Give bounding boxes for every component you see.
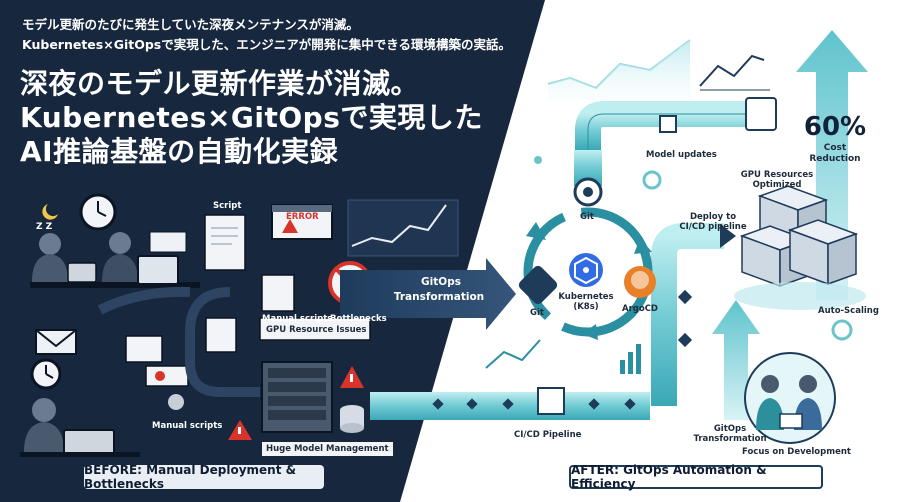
clock-icon — [79, 193, 117, 231]
git-top-label: Git — [580, 212, 594, 222]
argocd-label: ArgoCD — [622, 304, 658, 314]
title-line-3: AI推論基盤の自動化実録 — [20, 135, 339, 168]
model-update-icons — [659, 115, 677, 133]
gpu-optimized-label-line-1: GPU Resources — [740, 170, 814, 180]
server-stack — [739, 185, 859, 288]
kubernetes-label-line-2: (K8s) — [573, 302, 599, 312]
engineer-tired-2 — [102, 232, 138, 282]
subtitle-line-2: Kubernetes×GitOpsで実現した、エンジニアが開発に集中できる環境構… — [22, 37, 511, 52]
gitops-label-line-1: GitOps — [713, 424, 747, 434]
deploy-label-line-2: CI/CD pipeline — [679, 222, 747, 232]
cost-percent: 60% — [803, 112, 867, 142]
model-updates-label: Model updates — [646, 150, 717, 160]
script-label: Script — [213, 201, 242, 211]
subtitle-line-1: モデル更新のたびに発生していた深夜メンテナンスが消滅。 — [22, 17, 359, 32]
manual-scripts-label-2: Manual scripts — [152, 421, 223, 431]
error-label: ERROR — [286, 212, 319, 222]
autoscaling-label: Auto-Scaling — [818, 306, 879, 316]
cost-label-line-2: Reduction — [809, 154, 861, 164]
git-left-label: Git — [530, 308, 544, 318]
cost-label-line-1: Cost — [823, 143, 847, 153]
sleep-indicator: Z Z — [36, 222, 53, 232]
transition-label-line-1: GitOps — [421, 276, 461, 288]
envelope-icon — [35, 329, 77, 355]
before-badge: BEFORE: Manual Deployment & Bottlenecks — [84, 463, 324, 491]
gpu-optimized-label-line-2: Optimized — [752, 180, 802, 190]
title-line-2: Kubernetes×GitOpsで実現した — [20, 101, 483, 134]
engineer-tired-1 — [32, 233, 68, 282]
bottlenecks-label: Bottlenecks — [330, 314, 387, 324]
gpu-issues-label: GPU Resource Issues — [266, 325, 367, 335]
title-line-1: 深夜のモデル更新作業が消滅。 — [20, 67, 420, 100]
after-badge: AFTER: GitOps Automation & Efficiency — [569, 463, 823, 491]
focus-label: Focus on Development — [742, 447, 851, 457]
transition-label-line-2: Transformation — [393, 291, 485, 303]
gitops-label-line-2: Transformation — [693, 434, 767, 444]
huge-model-label: Huge Model Management — [262, 442, 393, 456]
deploy-label-line-1: Deploy to — [689, 212, 737, 222]
cicd-pipeline-label: CI/CD Pipeline — [514, 430, 582, 440]
manual-scripts-label-1: Manual scripts — [262, 314, 333, 324]
kubernetes-label-line-1: Kubernetes — [558, 292, 614, 302]
